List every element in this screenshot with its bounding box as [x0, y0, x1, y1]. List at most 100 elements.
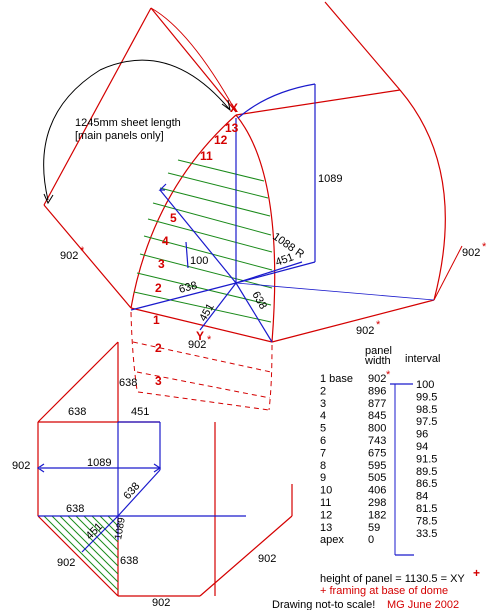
svg-text:*: *: [80, 245, 85, 257]
row-number-4: 4: [162, 234, 169, 248]
table-interval-value: 86.5: [416, 478, 437, 490]
dim-638-right: 638: [249, 290, 269, 312]
table-interval-value: 81.5: [416, 503, 437, 515]
table-row-label: 13: [320, 522, 332, 534]
dome-top-edge: [235, 89, 401, 116]
dim-902-right: 902 *: [462, 241, 487, 259]
table-row-label: 12: [320, 509, 332, 521]
cut-lines: [130, 83, 435, 343]
plan-dim-638-low: 638: [120, 555, 138, 567]
table-row-width: 743: [368, 435, 386, 447]
table-interval-value: 96: [416, 429, 428, 441]
plan-dim-902-right: 902: [258, 553, 276, 565]
panel-lines: [133, 159, 273, 323]
row-number-13: 13: [225, 121, 239, 135]
table-row-label: 3: [320, 398, 326, 410]
table-row-width: 59: [368, 522, 380, 534]
table-row-width: 505: [368, 472, 386, 484]
svg-text:902: 902: [356, 325, 374, 337]
sheet-note-line2: [main panels only]: [75, 130, 164, 142]
table-row-label: 10: [320, 485, 332, 497]
table-interval-value: 94: [416, 441, 428, 453]
table-row-label: 2: [320, 385, 326, 397]
dome-outline-left: [130, 114, 237, 309]
credit: MG June 2002: [387, 599, 459, 610]
not-to-scale-note: Drawing not-to scale!: [272, 599, 375, 610]
frame-arm-b: [150, 7, 237, 113]
table-row-label: 6: [320, 435, 326, 447]
framing-note: + framing at base of dome: [320, 585, 448, 597]
dim-100: 100: [190, 255, 208, 267]
svg-text:902: 902: [60, 250, 78, 262]
table-header-panel: panel: [365, 345, 392, 357]
table-row-label: 11: [320, 497, 331, 509]
table-row-width: 595: [368, 460, 386, 472]
table-row-width: 896: [368, 385, 386, 397]
arrow-head-bottom: [43, 193, 54, 205]
plan-dim-902-low: 902: [57, 557, 75, 569]
svg-text:*: *: [207, 334, 212, 346]
dim-902-y: 902 *: [188, 334, 212, 351]
dim-1089: 1089: [318, 173, 342, 185]
dim-638-left: 638: [178, 280, 199, 296]
dim-902-bottom: 902 *: [356, 319, 381, 337]
plan-dim-638-mid: 638: [66, 503, 84, 515]
table-row-width: 298: [368, 497, 386, 509]
plan-dim-902-left: 902: [12, 460, 30, 472]
row-number-1: 1: [153, 313, 160, 327]
base-edge-right: [271, 299, 435, 343]
row-number-3: 3: [158, 257, 165, 271]
svg-text:*: *: [482, 241, 487, 253]
table-intervals: 10099.598.597.5969491.589.586.58481.578.…: [416, 379, 437, 540]
table-row-label: 7: [320, 447, 326, 459]
table-row-label: 9: [320, 472, 326, 484]
frame-left-base: [43, 204, 132, 309]
point-x-label: X: [230, 101, 238, 115]
table-row-width: 877: [368, 398, 386, 410]
table-row-width: 0: [368, 534, 374, 546]
point-y-label: Y: [196, 329, 204, 343]
plan-dim-451: 451: [131, 406, 149, 418]
height-plus: +: [473, 566, 480, 580]
dashed-row-2: 2: [155, 341, 162, 355]
table-row-width: 800: [368, 423, 386, 435]
plan-dim-1089: 1089: [87, 457, 111, 469]
height-of-panel: height of panel = 1130.5 = XY: [320, 573, 465, 585]
table-interval-value: 98.5: [416, 404, 437, 416]
row-number-2: 2: [155, 281, 162, 295]
plan-dim-638-left: 638: [68, 406, 86, 418]
arrow-head-top: [221, 99, 231, 112]
sheet-note-line1: 1245mm sheet length: [75, 117, 181, 129]
plan-view: 638 638 451 902 1089 638 638 451 1089 63…: [12, 341, 293, 609]
table-interval-value: 89.5: [416, 466, 437, 478]
table-row-label: 4: [320, 410, 326, 422]
table-interval-value: 78.5: [416, 515, 437, 527]
svg-text:902: 902: [188, 339, 206, 351]
plan-dim-451-diag: 451: [84, 521, 105, 542]
dim-902-left: 902 *: [60, 245, 85, 262]
plan-dim-638-diag: 638: [121, 480, 142, 502]
table-row-width: 845: [368, 410, 386, 422]
dome-outline-right: [399, 89, 446, 301]
row-number-11: 11: [200, 149, 213, 163]
table-row-star: *: [386, 369, 391, 381]
table-interval-value: 91.5: [416, 453, 437, 465]
table-row-label: apex: [320, 534, 344, 546]
plan-dim-638-top: 638: [119, 377, 137, 389]
table-row-label: 5: [320, 423, 326, 435]
dome-3d-view: X Y 1 2 3 5 4 11 12 13 1245mm sheet leng…: [43, 1, 487, 411]
plan-dim-1089-vert: 1089: [113, 516, 128, 540]
table-header-interval: interval: [405, 353, 440, 365]
table-header-width: width: [364, 355, 391, 367]
dim-451-top: 451: [274, 251, 295, 269]
dome-outline-front: [235, 114, 276, 343]
table-interval-value: 100: [416, 379, 434, 391]
frame-arm-c: [150, 7, 236, 111]
svg-text:902: 902: [462, 247, 480, 259]
table-row-label: 1 base: [320, 373, 353, 385]
row-number-5: 5: [170, 211, 177, 225]
table-row-width: 182: [368, 509, 386, 521]
plan-dim-902-bottom: 902: [152, 597, 170, 609]
